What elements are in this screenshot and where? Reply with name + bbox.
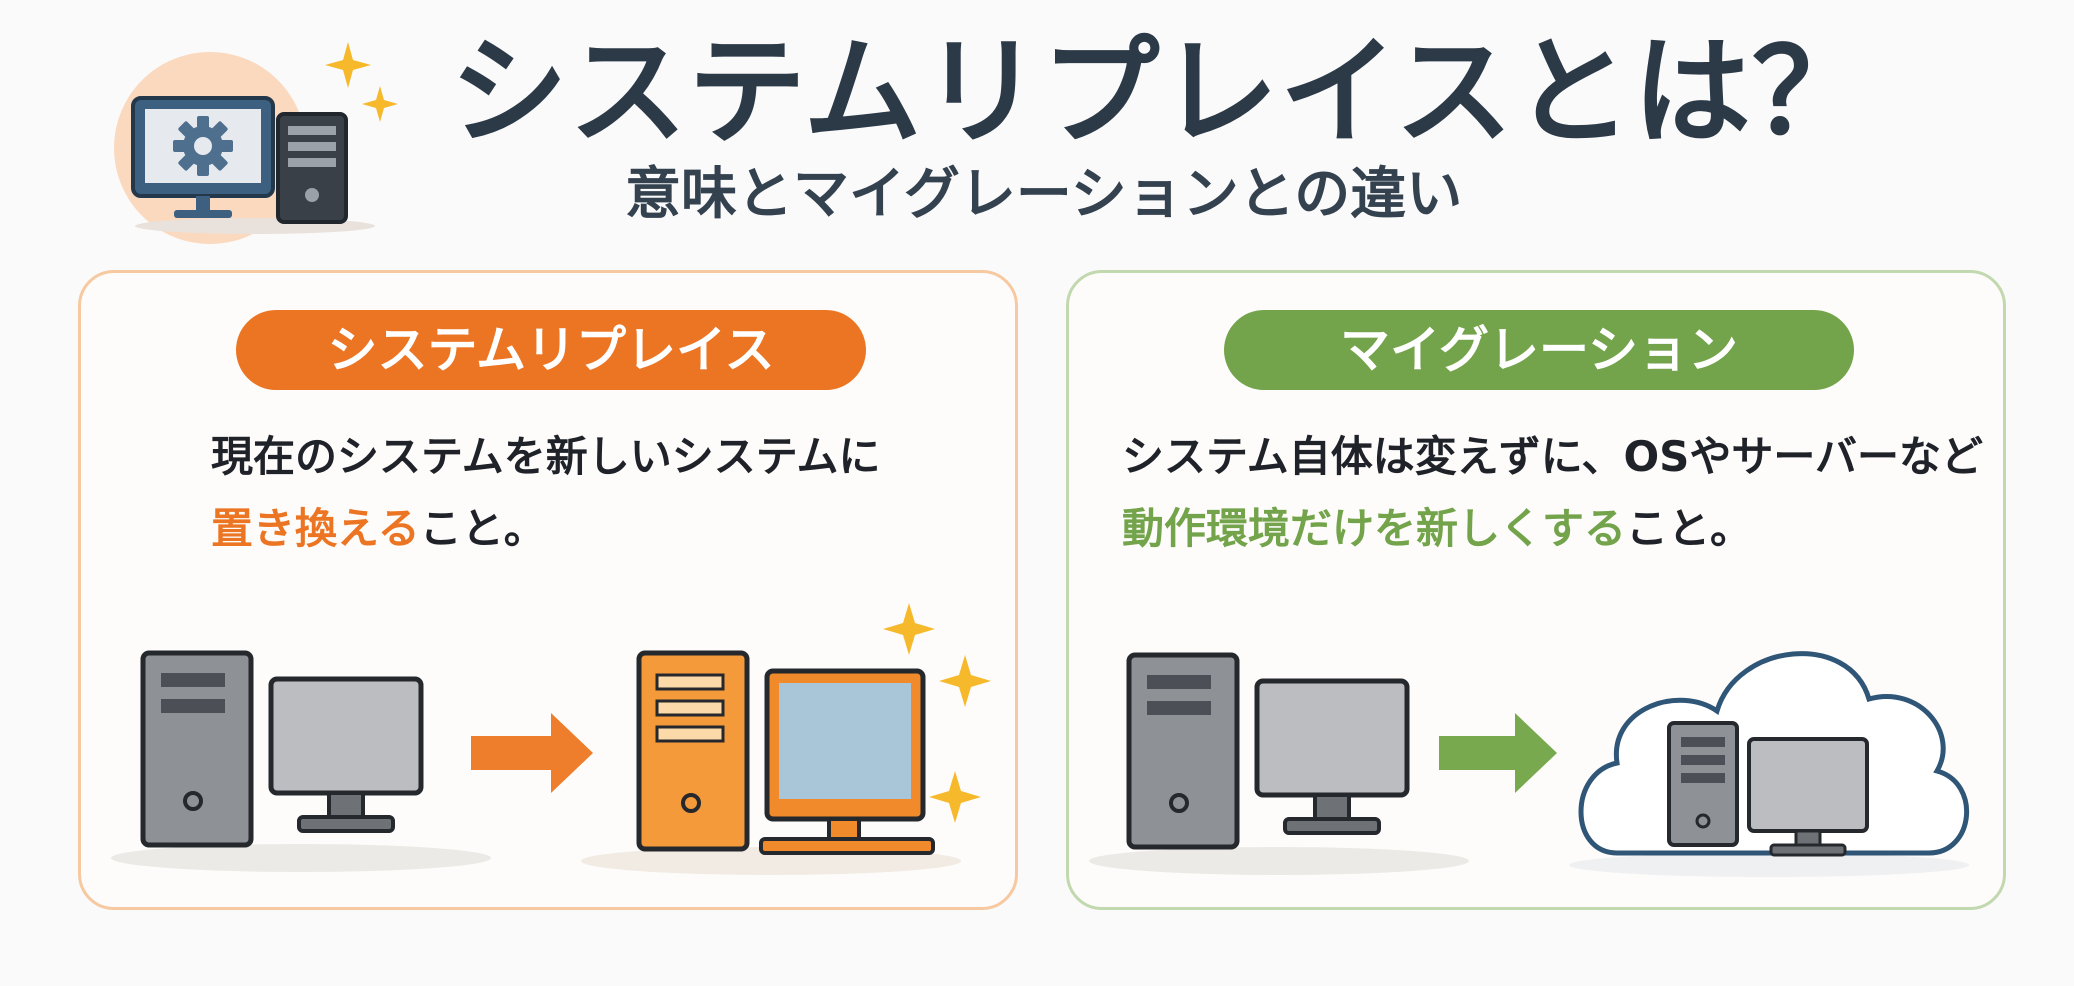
- migration-desc-tail: こと。: [1626, 504, 1753, 553]
- migration-desc-line2: 動作環境だけを新しくすること。: [1122, 493, 2002, 565]
- new-pc-icon: [581, 650, 961, 875]
- page-subtitle: 意味とマイグレーションとの違い: [625, 162, 1463, 227]
- cloud-icon: [1569, 651, 1970, 877]
- arrow-right-icon: [1439, 713, 1557, 793]
- replace-panel: システムリプレイス 現在のシステムを新しいシステムに 置き換えること。: [78, 270, 1018, 910]
- migration-desc-highlight: 動作環境だけを新しくする: [1122, 504, 1627, 553]
- arrow-right-icon: [471, 713, 593, 793]
- replace-illustration: [111, 603, 991, 875]
- replace-description: 現在のシステムを新しいシステムに 置き換えること。: [211, 421, 1011, 565]
- replace-desc-highlight: 置き換える: [211, 504, 420, 553]
- migration-label-badge: マイグレーション: [1224, 310, 1854, 390]
- migration-panel: マイグレーション システム自体は変えずに、OSやサーバーなど 動作環境だけを新し…: [1066, 270, 2006, 910]
- replace-label-badge: システムリプレイス: [236, 310, 866, 390]
- migration-desc-line1: システム自体は変えずに、OSやサーバーなど: [1122, 432, 1984, 481]
- replace-desc-line2: 置き換えること。: [211, 493, 1011, 565]
- replace-desc-line1: 現在のシステムを新しいシステムに: [211, 432, 881, 481]
- page-title: システムリプレイスとは？: [450, 23, 1871, 161]
- old-pc-icon: [1089, 652, 1469, 875]
- sparkle-icon: [883, 603, 991, 823]
- old-pc-icon: [111, 650, 491, 872]
- migration-description: システム自体は変えずに、OSやサーバーなど 動作環境だけを新しくすること。: [1122, 421, 2002, 565]
- replace-desc-tail: こと。: [419, 504, 546, 553]
- migration-illustration: [1089, 651, 1970, 877]
- sparkle-icon: [325, 42, 398, 122]
- computer-settings-icon: [114, 42, 398, 244]
